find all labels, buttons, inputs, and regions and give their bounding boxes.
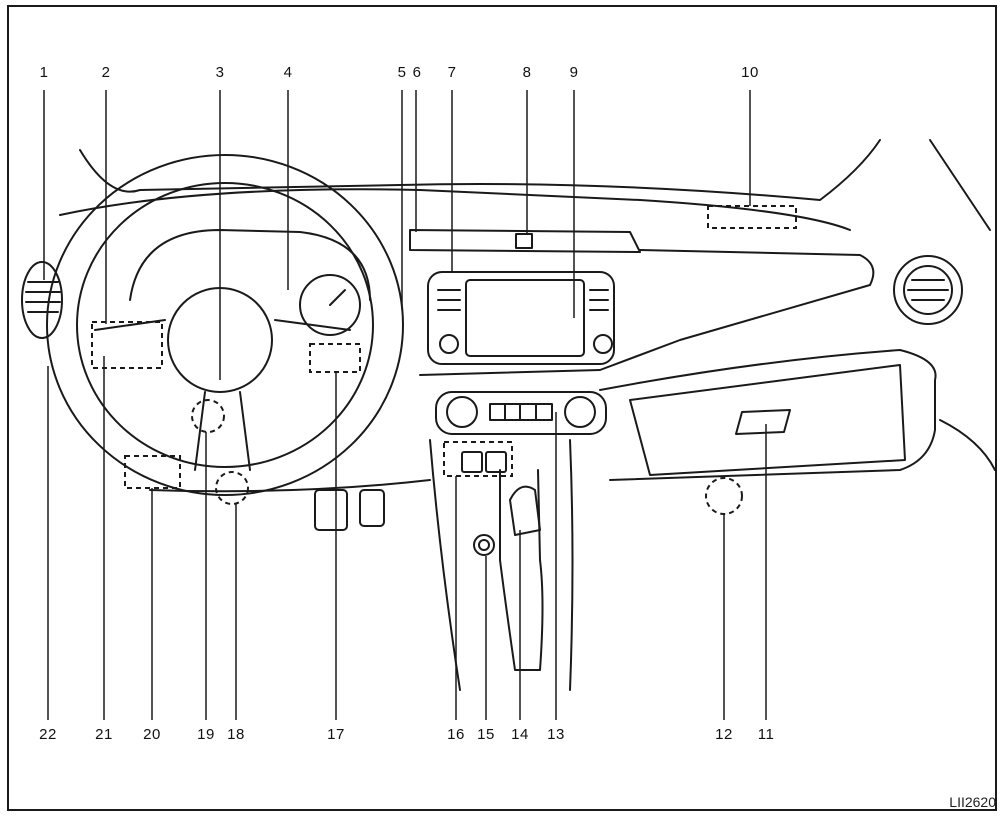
right-door-line [939, 419, 996, 471]
callout-15: 15 [477, 726, 495, 743]
shift-lever [509, 485, 541, 536]
center-screen [465, 279, 585, 357]
dashed-circle-column [215, 471, 249, 505]
dashed-box-lower-switch [124, 455, 181, 489]
steering-wheel-inner [76, 182, 374, 468]
engine-start-button [473, 534, 495, 556]
callout-16: 16 [447, 726, 465, 743]
dashed-box-right-switches [309, 343, 361, 373]
callout-20: 20 [143, 726, 161, 743]
left-vent [21, 261, 63, 339]
callout-21: 21 [95, 726, 113, 743]
climate-panel [435, 391, 607, 435]
glovebox-handle [735, 409, 791, 435]
callout-17: 17 [327, 726, 345, 743]
dash-top-edge [59, 188, 851, 231]
callout-9: 9 [569, 64, 579, 81]
figure-frame [7, 5, 997, 811]
dashed-circle-floor [705, 477, 743, 515]
dash-lower-line [599, 349, 937, 481]
dash-face-line [419, 249, 875, 376]
callout-13: 13 [547, 726, 565, 743]
callout-7: 7 [447, 64, 457, 81]
callout-5: 5 [397, 64, 407, 81]
meter-cluster [129, 229, 371, 301]
figure-code: LII2620 [949, 794, 996, 810]
callout-4: 4 [283, 64, 293, 81]
callout-2: 2 [101, 64, 111, 81]
callout-3: 3 [215, 64, 225, 81]
dashed-box-left-switches [91, 321, 163, 369]
callout-10: 10 [741, 64, 759, 81]
callout-11: 11 [757, 726, 775, 743]
callout-6: 6 [412, 64, 422, 81]
right-vent [893, 255, 963, 325]
right-pillar [929, 139, 991, 231]
dashed-circle-horn [191, 399, 225, 433]
center-console [429, 439, 574, 691]
callout-14: 14 [511, 726, 529, 743]
glovebox-outline [629, 364, 906, 476]
windshield-line [79, 139, 881, 201]
callout-12: 12 [715, 726, 733, 743]
center-vent [409, 229, 641, 253]
dashed-box-console-switches [443, 441, 513, 477]
callout-22: 22 [39, 726, 57, 743]
dashed-box-passenger-airbag-status [707, 205, 797, 229]
center-screen-bezel [427, 271, 615, 365]
callout-19: 19 [197, 726, 215, 743]
steering-wheel-outer [46, 154, 404, 496]
callout-8: 8 [522, 64, 532, 81]
callout-18: 18 [227, 726, 245, 743]
callout-1: 1 [39, 64, 49, 81]
